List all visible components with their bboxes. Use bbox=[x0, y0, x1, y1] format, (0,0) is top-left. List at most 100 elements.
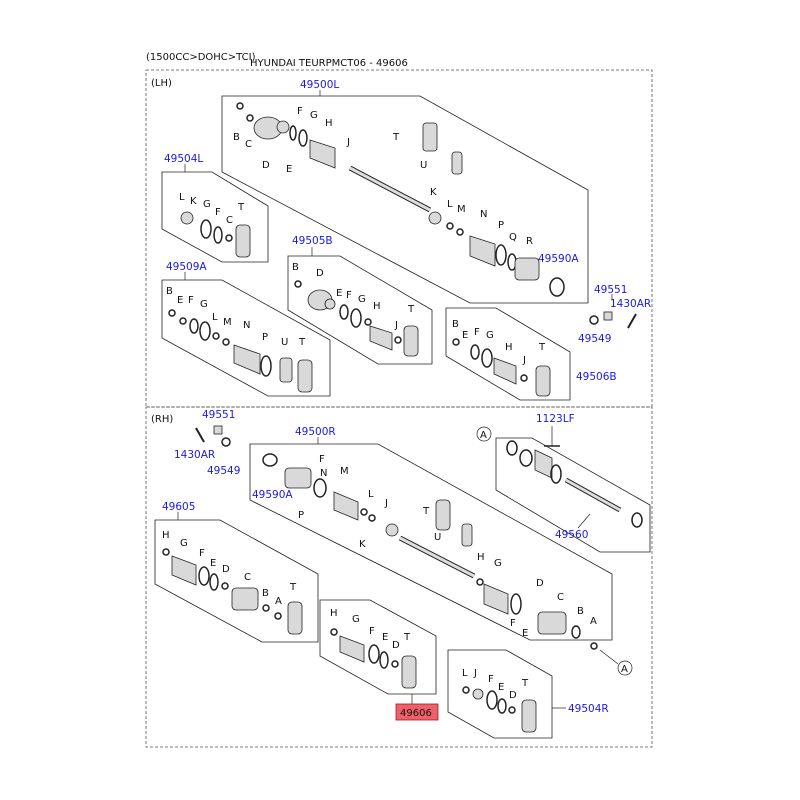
part-letter-label: A bbox=[275, 596, 282, 607]
ref-49551-rh[interactable]: 49551 bbox=[202, 409, 235, 421]
part-letter-label: D bbox=[316, 268, 324, 279]
part-letter-label: C bbox=[245, 139, 252, 150]
callout-a-top-letter: A bbox=[480, 430, 487, 441]
ref-49549-rh[interactable]: 49549 bbox=[207, 465, 240, 477]
part-letter-label: F bbox=[199, 548, 205, 559]
part-letter-label: C bbox=[557, 592, 564, 603]
part-letter-label: F bbox=[215, 207, 221, 218]
ref-49590A-rh[interactable]: 49590A bbox=[252, 489, 293, 501]
rh-section-label: (RH) bbox=[151, 414, 173, 425]
part-letter-label: T bbox=[237, 202, 245, 213]
ref-49606[interactable]: 49606 bbox=[400, 708, 432, 719]
part-letter-label: C bbox=[226, 215, 233, 226]
part-letter-label: G bbox=[486, 330, 494, 341]
box-49560 bbox=[495, 437, 651, 553]
part-letter-label: D bbox=[536, 578, 544, 589]
group-49560-parts bbox=[506, 440, 643, 528]
rh-main-parts bbox=[262, 453, 598, 650]
part-letter-label: F bbox=[510, 618, 516, 629]
part-letter-label: B bbox=[166, 286, 173, 297]
ref-49509A[interactable]: 49509A bbox=[166, 261, 207, 273]
part-letter-label: N bbox=[480, 209, 487, 220]
part-letter-label: H bbox=[505, 342, 513, 353]
part-letter-label: E bbox=[210, 558, 216, 569]
part-letter-label: J bbox=[522, 355, 526, 366]
box-49504L bbox=[161, 171, 269, 263]
part-letter-label: T bbox=[289, 582, 297, 593]
part-letter-label: Q bbox=[509, 232, 517, 243]
ref-49504R[interactable]: 49504R bbox=[568, 703, 609, 715]
part-letter-label: T bbox=[403, 632, 411, 643]
ref-1430AR-lh[interactable]: 1430AR bbox=[610, 298, 651, 310]
ref-49500R[interactable]: 49500R bbox=[295, 426, 336, 438]
part-letter-label: T bbox=[422, 506, 430, 517]
part-letter-label: E bbox=[382, 632, 388, 643]
ref-49590A-lh[interactable]: 49590A bbox=[538, 253, 579, 265]
part-letter-label: K bbox=[190, 196, 197, 207]
callout-a-top bbox=[476, 426, 492, 442]
part-letter-label: E bbox=[177, 295, 183, 306]
part-letter-label: H bbox=[162, 530, 170, 541]
rh-section-frame bbox=[145, 406, 653, 748]
group-49606-parts: H G F E D T bbox=[330, 608, 417, 689]
box-49506B bbox=[445, 307, 571, 401]
part-letter-label: M bbox=[457, 204, 466, 215]
part-letter-label: U bbox=[281, 337, 288, 348]
ref-49504L[interactable]: 49504L bbox=[164, 153, 203, 165]
ref-1123LF[interactable]: 1123LF bbox=[536, 413, 575, 425]
ref-49549-lh[interactable]: 49549 bbox=[578, 333, 611, 345]
ref-49505B[interactable]: 49505B bbox=[292, 235, 333, 247]
ref-49500L[interactable]: 49500L bbox=[300, 79, 339, 91]
part-letter-label: B bbox=[233, 132, 240, 143]
group-49605-parts: H G F E D C B A T bbox=[162, 530, 303, 635]
part-letter-label: B bbox=[262, 588, 269, 599]
box-49606 bbox=[319, 599, 437, 695]
part-letter-label: D bbox=[222, 564, 230, 575]
highlight-49606-box bbox=[395, 703, 439, 721]
part-letter-label: F bbox=[488, 674, 494, 685]
washer-49549-lh bbox=[589, 315, 599, 325]
lh-main-letters: B C D E F G H J T U K L M N P Q R bbox=[233, 106, 533, 247]
part-letter-label: P bbox=[298, 510, 304, 521]
part-letter-label: M bbox=[340, 466, 349, 477]
ref-1430AR-rh[interactable]: 1430AR bbox=[174, 449, 215, 461]
lh-section-label: (LH) bbox=[151, 78, 172, 89]
part-letter-label: E bbox=[336, 288, 342, 299]
part-letter-label: T bbox=[392, 132, 400, 143]
lh-main-parts bbox=[236, 102, 565, 297]
part-letter-label: L bbox=[179, 192, 185, 203]
part-letter-label: A bbox=[590, 616, 597, 627]
ref-49560[interactable]: 49560 bbox=[555, 529, 588, 541]
box-49504R bbox=[447, 649, 553, 739]
box-49605 bbox=[154, 519, 319, 643]
part-letter-label: E bbox=[498, 682, 504, 693]
part-letter-label: K bbox=[430, 187, 437, 198]
part-letter-label: G bbox=[310, 110, 318, 121]
part-letter-label: G bbox=[200, 299, 208, 310]
part-letter-label: U bbox=[434, 532, 441, 543]
part-letter-label: U bbox=[420, 160, 427, 171]
part-letter-label: G bbox=[203, 199, 211, 210]
diagram-title: HYUNDAI TEURPMCT06 - 49606 bbox=[250, 58, 408, 69]
part-letter-label: M bbox=[223, 317, 232, 328]
part-letter-label: H bbox=[373, 301, 381, 312]
ref-49506B[interactable]: 49506B bbox=[576, 371, 617, 383]
part-letter-label: P bbox=[262, 332, 268, 343]
part-letter-label: D bbox=[392, 640, 400, 651]
part-letter-label: G bbox=[358, 294, 366, 305]
part-letter-label: F bbox=[297, 106, 303, 117]
ref-49605[interactable]: 49605 bbox=[162, 501, 195, 513]
part-letter-label: H bbox=[330, 608, 338, 619]
part-letter-label: J bbox=[346, 137, 350, 148]
ref-49551-lh[interactable]: 49551 bbox=[594, 284, 627, 296]
part-letter-label: K bbox=[359, 539, 366, 550]
group-49505B-parts: B D E F G H J T bbox=[292, 262, 419, 357]
part-letter-label: P bbox=[498, 220, 504, 231]
part-letter-label: B bbox=[292, 262, 299, 273]
washer-49549-rh bbox=[221, 437, 231, 447]
part-letter-label: D bbox=[509, 690, 517, 701]
callout-a-bottom bbox=[617, 660, 633, 676]
nut-49551-lh bbox=[603, 311, 613, 321]
part-letter-label: F bbox=[369, 626, 375, 637]
